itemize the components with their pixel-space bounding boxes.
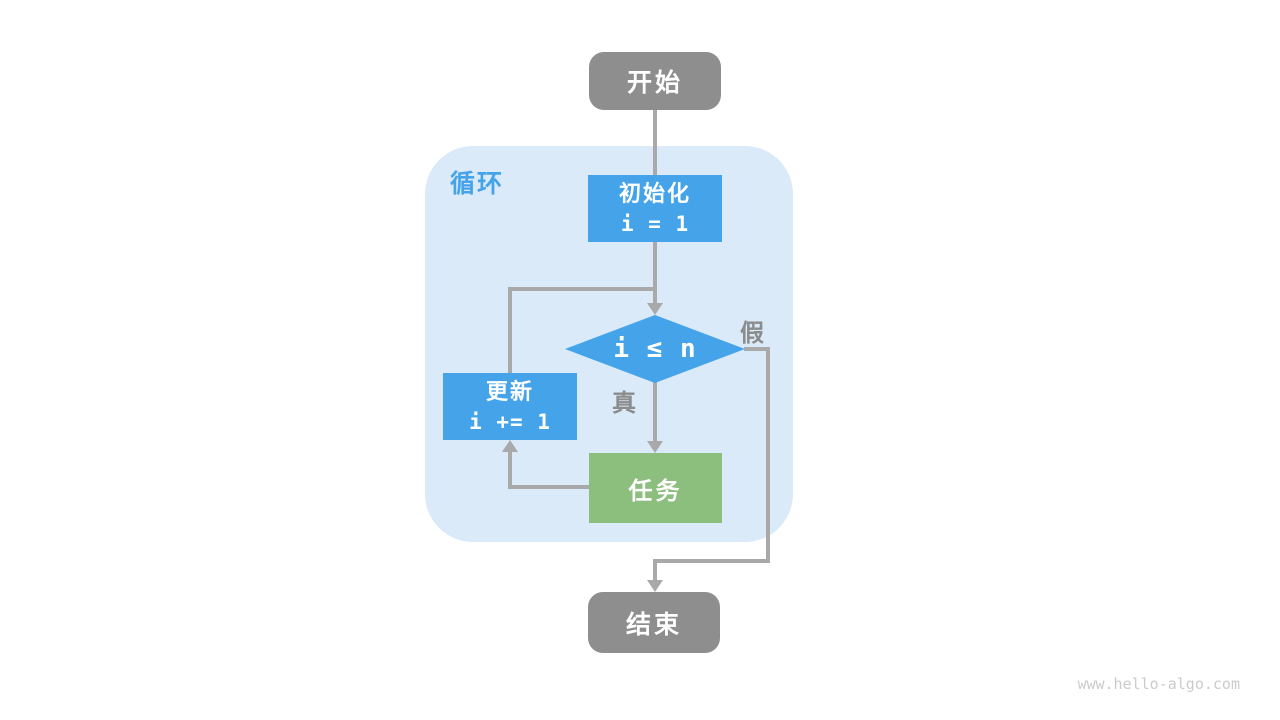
update-node: 更新 i += 1: [443, 373, 577, 440]
arrowhead-into-update-icon: [502, 440, 518, 452]
edge-init-to-condition: [653, 241, 657, 305]
edge-loopback-vertical: [508, 287, 512, 375]
arrowhead-into-end-icon: [647, 580, 663, 592]
update-node-label: 更新: [485, 378, 534, 404]
start-node: 开始: [589, 52, 721, 110]
edge-task-to-update-horizontal: [508, 485, 591, 489]
init-node-label: 初始化: [618, 180, 691, 206]
task-node: 任务: [589, 453, 722, 523]
false-branch-label: 假: [740, 320, 764, 347]
true-branch-label: 真: [612, 390, 636, 417]
arrowhead-into-task-icon: [647, 441, 663, 453]
loop-label: 循环: [450, 170, 505, 198]
arrowhead-into-condition-icon: [647, 303, 663, 315]
update-node-code: i += 1: [469, 409, 551, 434]
end-node-label: 结束: [625, 610, 682, 639]
edge-loopback-horizontal: [508, 287, 657, 291]
condition-node-code: i ≤ n: [613, 334, 697, 364]
task-node-label: 任务: [628, 477, 683, 505]
init-node-code: i = 1: [620, 211, 690, 236]
edge-false-across: [653, 559, 770, 563]
edge-task-to-update-vertical: [508, 451, 512, 489]
edge-false-out: [744, 347, 770, 351]
start-node-label: 开始: [626, 69, 683, 97]
watermark: www.hello-algo.com: [1077, 675, 1240, 693]
end-node: 结束: [588, 592, 720, 653]
edge-false-to-end: [653, 559, 657, 582]
edge-start-to-init: [653, 110, 657, 176]
edge-false-down: [766, 347, 770, 563]
edge-condition-to-task: [653, 382, 657, 442]
init-node: 初始化 i = 1: [588, 175, 722, 242]
